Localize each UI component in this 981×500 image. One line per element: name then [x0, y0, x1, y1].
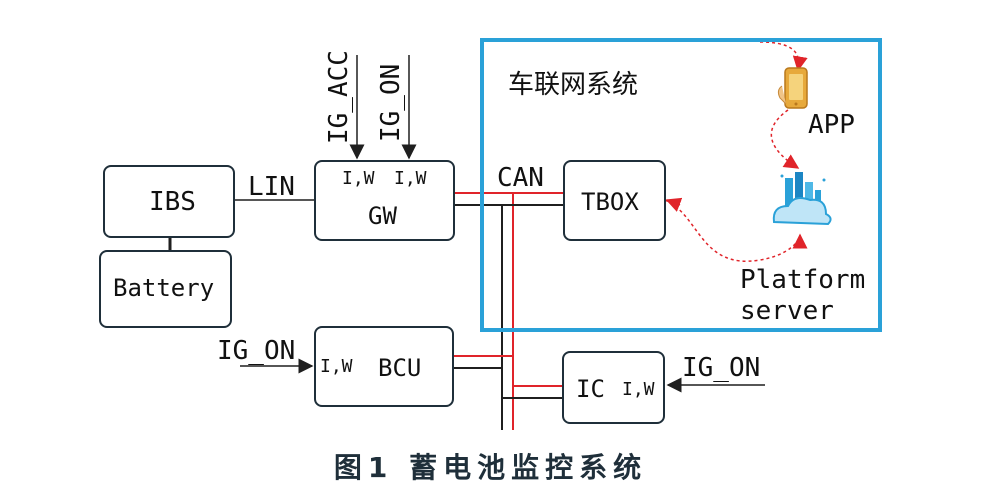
lin-label: LIN — [248, 172, 295, 202]
cloud-server-icon — [772, 172, 832, 226]
tbox-label: TBOX — [581, 188, 639, 216]
phone-icon — [777, 67, 808, 109]
tbox-platform-link — [664, 199, 808, 262]
telematics-system-frame — [480, 38, 882, 332]
figure-caption: 图1 蓄电池监控系统 — [333, 451, 648, 484]
bcu-label: BCU — [378, 354, 422, 382]
gw-label: GW — [368, 202, 397, 230]
platform-label-line2: server — [740, 296, 834, 326]
ic-node: IC I,W — [562, 351, 665, 424]
gw-input-2: I,W — [394, 168, 427, 189]
bcu-input: I,W — [320, 356, 353, 377]
ig-on-bcu-label: IG_ON — [217, 336, 296, 366]
ic-label: IC — [576, 375, 605, 403]
tbox-node: TBOX — [563, 160, 666, 241]
ig-on-gw-label: IG_ON — [376, 63, 406, 142]
battery-label: Battery — [113, 274, 215, 302]
ig-acc-label: IG_ACC — [324, 50, 354, 144]
ig-on-ic-label: IG_ON — [682, 353, 761, 383]
bcu-node: I,W BCU — [314, 326, 454, 407]
ic-input: I,W — [622, 379, 655, 400]
gw-input-1: I,W — [342, 168, 375, 189]
system-title: 车联网系统 — [508, 70, 639, 100]
can-label: CAN — [497, 163, 544, 193]
tbox-arrowhead — [665, 197, 683, 212]
ibs-node: IBS — [103, 165, 235, 238]
ibs-label: IBS — [149, 187, 196, 217]
battery-node: Battery — [99, 250, 232, 328]
platform-label-line1: Platform — [740, 265, 866, 295]
app-label: APP — [808, 110, 855, 140]
gw-node: I,W I,W GW — [314, 160, 455, 241]
app-platform-link — [759, 41, 808, 72]
